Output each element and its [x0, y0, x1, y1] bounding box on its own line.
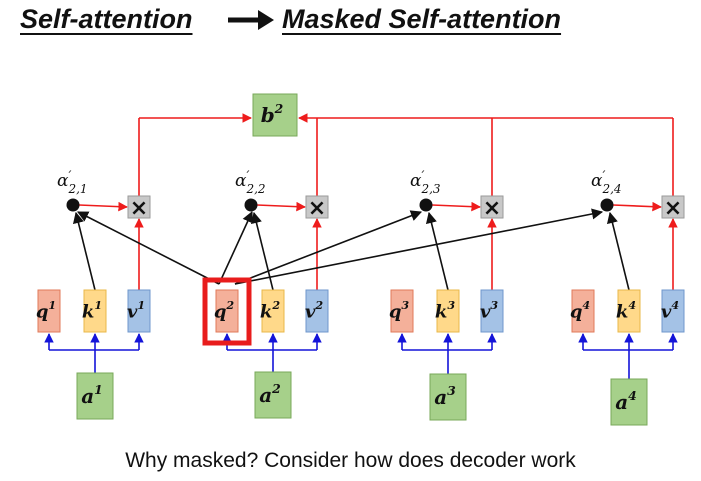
svg-text:×: ×: [664, 196, 682, 221]
value-box-v3: v3: [480, 289, 504, 333]
svg-text:v4: v4: [661, 299, 679, 322]
query-box-q2: q2: [214, 289, 239, 333]
alpha-2-2-label: α′2,2: [235, 169, 266, 196]
output-box-b2: b2: [252, 93, 298, 137]
right-arrow-icon: [228, 10, 274, 30]
multiply-2-icon: ×: [305, 195, 329, 221]
arrow-q2-to-alpha-2-1: [77, 211, 220, 285]
alpha-2-3-label: α′2,3: [410, 169, 441, 196]
alpha-2-3-node: [419, 198, 433, 212]
query-box-q1: q1: [36, 289, 61, 333]
input-box-a3: a3: [429, 373, 467, 421]
svg-text:k1: k1: [82, 299, 102, 322]
value-box-v4: v4: [661, 289, 685, 333]
alpha-2-4-node: [600, 198, 614, 212]
svg-text:k4: k4: [616, 299, 636, 322]
input-box-a1: a1: [76, 372, 114, 420]
multiply-1-icon: ×: [127, 195, 151, 221]
title-self-attention: Self-attention: [20, 4, 193, 34]
svg-text:k3: k3: [435, 299, 455, 322]
multiply-4-icon: ×: [661, 195, 685, 221]
svg-text:q2: q2: [214, 299, 235, 322]
query-box-q3: q3: [389, 289, 414, 333]
svg-text:v3: v3: [480, 299, 498, 322]
key-box-k1: k1: [82, 289, 107, 333]
caption: Why masked? Consider how does decoder wo…: [125, 449, 576, 472]
svg-text:k2: k2: [260, 299, 280, 322]
svg-text:v2: v2: [305, 299, 323, 322]
arrow-q2-to-alpha-2-3: [234, 210, 423, 285]
svg-text:a4: a4: [615, 388, 637, 414]
svg-text:q3: q3: [389, 299, 410, 322]
svg-text:q1: q1: [36, 299, 56, 322]
alpha-2-2-node: [244, 198, 258, 212]
arrow-k1-to-alpha-2-1: [72, 211, 96, 291]
alpha-2-1-label: α′2,1: [57, 169, 88, 196]
alpha-2-4-label: α′2,4: [591, 169, 622, 196]
q2-highlight-frame: [202, 277, 252, 346]
connection-lines: [44, 113, 678, 379]
svg-text:×: ×: [483, 196, 501, 221]
arrow-alpha-2-2-to-multiply-2: [256, 201, 306, 212]
svg-text:×: ×: [308, 196, 326, 221]
svg-text:a1: a1: [81, 382, 103, 408]
title-masked-self-attention: Masked Self-attention: [282, 4, 562, 34]
input-box-a2: a2: [254, 371, 292, 419]
arrow-alpha-2-3-to-multiply-3: [431, 201, 481, 212]
key-box-k4: k4: [616, 289, 641, 333]
svg-text:q4: q4: [570, 299, 591, 322]
alpha-2-1-node: [66, 198, 80, 212]
svg-text:b2: b2: [261, 101, 284, 127]
arrow-q2-to-alpha-2-4: [234, 208, 604, 285]
svg-text:a2: a2: [259, 381, 281, 407]
svg-text:×: ×: [130, 196, 148, 221]
key-box-k3: k3: [435, 289, 460, 333]
query-box-q4: q4: [570, 289, 595, 333]
value-box-v1: v1: [127, 289, 151, 333]
key-box-k2: k2: [260, 289, 285, 333]
arrow-k4-to-alpha-2-4: [606, 211, 630, 291]
svg-text:v1: v1: [127, 299, 145, 322]
arrow-q2-to-alpha-2-2: [218, 210, 253, 285]
multiply-3-icon: ×: [480, 195, 504, 221]
diagram-nodes: q1 k1 v1 a1 × α′2,1 q2 k2 v2 a2 × α′2,2 q3 k3 v3 a3 × α′2…: [36, 93, 685, 426]
value-box-v2: v2: [305, 289, 329, 333]
svg-text:a3: a3: [434, 383, 456, 409]
arrow-alpha-2-1-to-multiply-1: [78, 201, 128, 212]
arrow-k3-to-alpha-2-3: [425, 211, 449, 291]
input-box-a4: a4: [610, 378, 648, 426]
arrow-alpha-2-4-to-multiply-4: [612, 201, 662, 212]
